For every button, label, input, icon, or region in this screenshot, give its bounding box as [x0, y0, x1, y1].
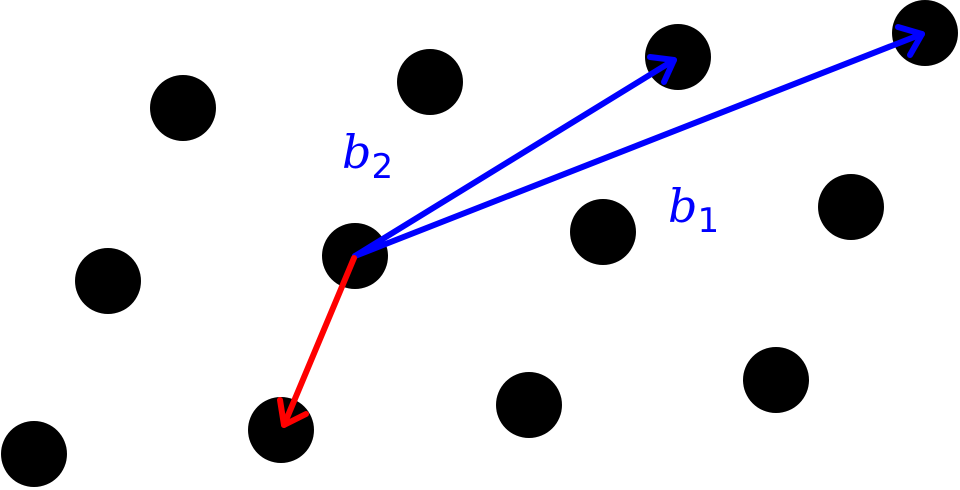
- label-b2: b2: [342, 125, 393, 187]
- basis-vector-b1: [352, 24, 925, 259]
- lattice-point: [645, 24, 711, 90]
- lattice-point: [818, 174, 884, 240]
- lattice-point: [397, 49, 463, 115]
- lattice-point: [1, 421, 67, 487]
- lattice-point: [570, 199, 636, 265]
- short-vector: [277, 255, 357, 428]
- lattice-point: [892, 0, 958, 66]
- lattice-point: [496, 372, 562, 438]
- basis-vector-b2: [352, 54, 677, 259]
- lattice-point: [150, 75, 216, 141]
- label-b1: b1: [668, 179, 719, 241]
- lattice-point: [75, 248, 141, 314]
- lattice-point: [743, 347, 809, 413]
- lattice-point: [248, 397, 314, 463]
